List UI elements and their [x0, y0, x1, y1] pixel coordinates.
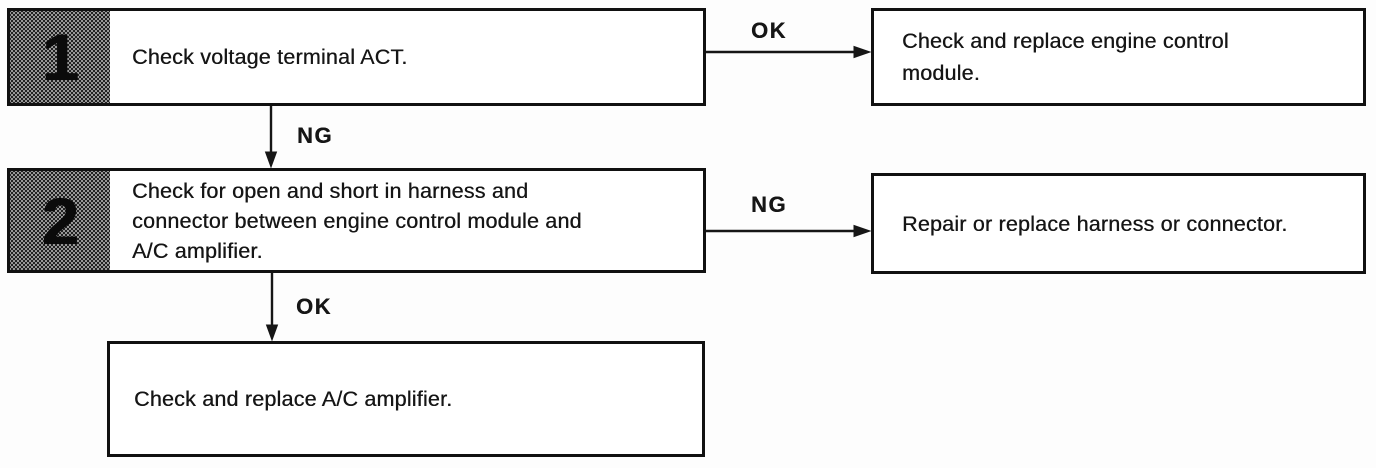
connector-step2-to-final: [265, 273, 279, 342]
label-step2-ng: NG: [751, 192, 787, 217]
text-line: Repair or replace harness or connector.: [902, 211, 1288, 236]
connector-step2-to-result2: [706, 224, 872, 238]
step1-text: Check voltage terminal ACT.: [132, 42, 407, 72]
result1-text: Check and replace engine control module.: [902, 25, 1229, 89]
text-line: Check voltage terminal ACT.: [132, 45, 408, 69]
label-step2-ok: OK: [296, 294, 332, 319]
label-step1-ok: OK: [751, 18, 787, 43]
text-line: Check and replace engine control: [902, 29, 1229, 53]
text-line: Check for open and short in harness and: [132, 178, 529, 203]
text-line: module.: [902, 61, 980, 85]
step1-box: 1 Check voltage terminal ACT.: [7, 8, 706, 106]
text-line: Check and replace A/C amplifier.: [134, 387, 453, 411]
step1-number-badge: 1: [10, 11, 110, 103]
step2-text: Check for open and short in harness and …: [132, 176, 582, 266]
final-box: Check and replace A/C amplifier.: [107, 341, 705, 457]
text-line: A/C amplifier.: [132, 238, 263, 263]
label-step1-ng: NG: [297, 123, 333, 148]
result2-text: Repair or replace harness or connector.: [902, 208, 1287, 240]
final-text: Check and replace A/C amplifier.: [134, 384, 452, 414]
step2-number-badge: 2: [10, 171, 110, 270]
result1-box: Check and replace engine control module.: [871, 8, 1366, 106]
result2-box: Repair or replace harness or connector.: [871, 173, 1366, 274]
connector-step1-to-result1: [706, 45, 872, 59]
step1-number: 1: [41, 20, 79, 94]
step2-number: 2: [41, 183, 79, 258]
connector-step1-to-step2: [264, 106, 278, 169]
step2-box: 2 Check for open and short in harness an…: [7, 168, 706, 273]
text-line: connector between engine control module …: [132, 208, 582, 233]
